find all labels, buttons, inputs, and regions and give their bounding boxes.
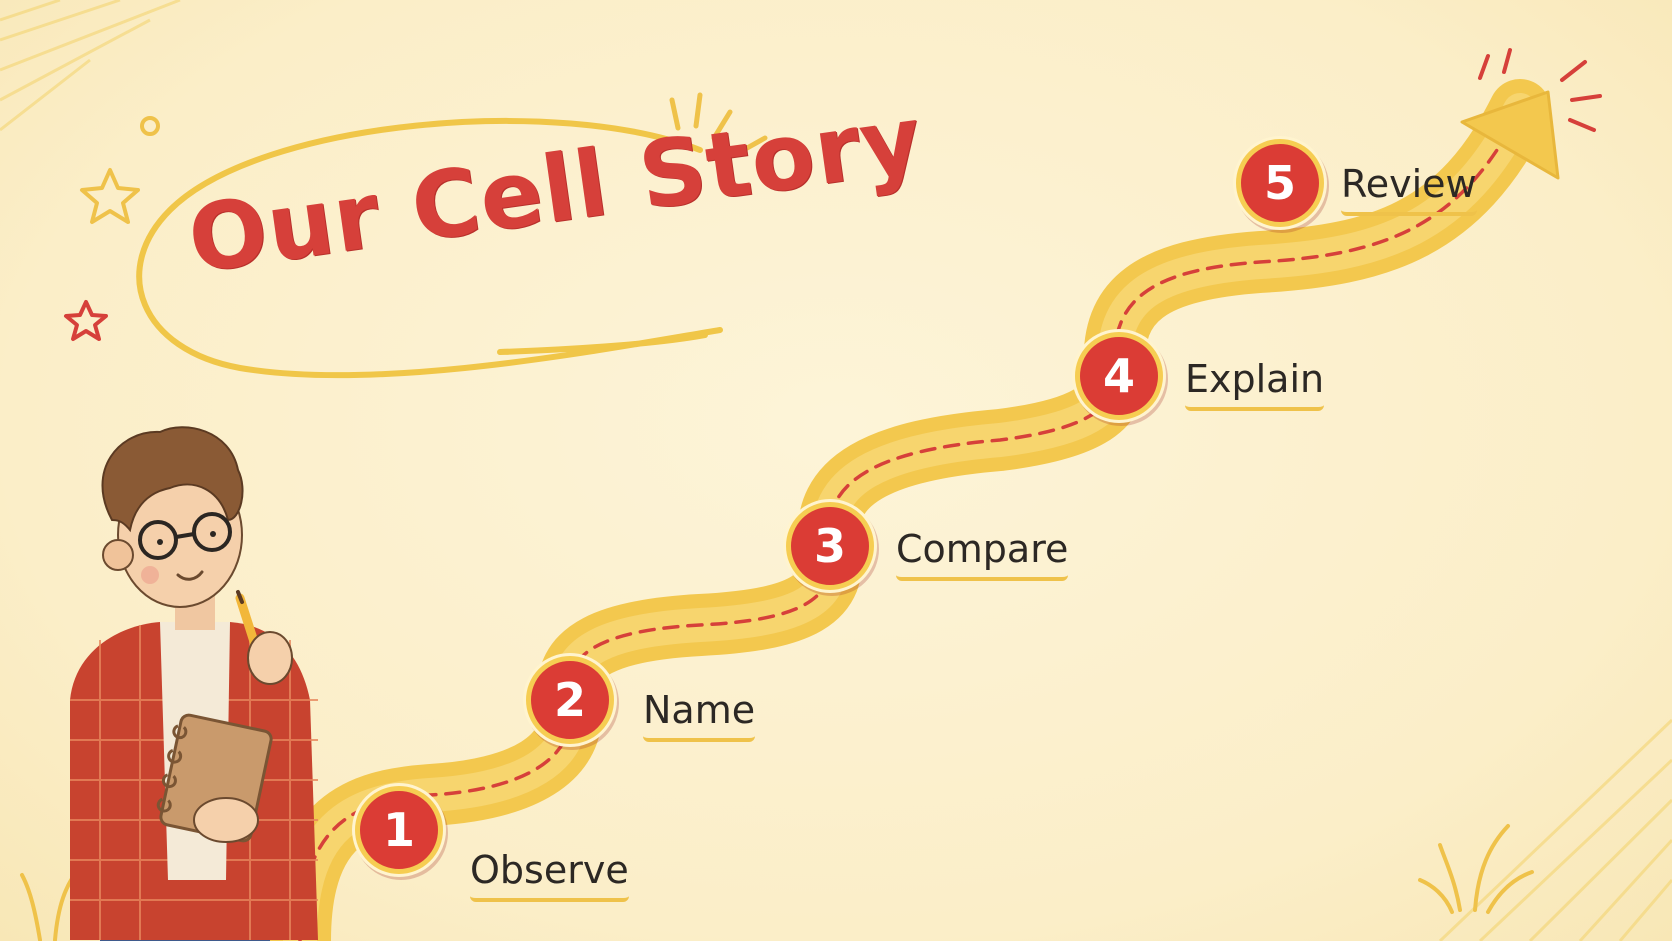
step-4-badge[interactable]: 4 <box>1075 332 1163 420</box>
step-2-number: 2 <box>553 673 586 727</box>
step-1-badge[interactable]: 1 <box>355 786 443 874</box>
grass-tuft-left <box>20 868 80 941</box>
step-4-number: 4 <box>1102 349 1135 403</box>
arrow-head-icon <box>1460 90 1560 180</box>
corner-scribble-bottom-right <box>1438 718 1672 941</box>
step-3-label: Compare <box>896 527 1069 581</box>
title-oval <box>136 118 723 379</box>
title-sparkle-marks <box>669 92 768 155</box>
grass-tuft-right <box>1418 824 1534 914</box>
arrow-burst-marks <box>1478 48 1602 132</box>
step-2-label: Name <box>643 688 756 742</box>
step-2-badge[interactable]: 2 <box>526 656 614 744</box>
step-1-label: Observe <box>470 848 629 902</box>
star-doodle-red <box>64 300 108 341</box>
star-doodle-yellow <box>80 168 140 224</box>
step-3-badge[interactable]: 3 <box>786 502 874 590</box>
step-1-number: 1 <box>382 803 415 857</box>
step-5-badge[interactable]: 5 <box>1236 139 1324 227</box>
step-4-label: Explain <box>1185 357 1325 411</box>
step-3-number: 3 <box>813 519 846 573</box>
step-5-label: Review <box>1341 162 1477 216</box>
small-circle-doodle <box>140 116 160 136</box>
student-illustration <box>70 426 318 941</box>
corner-scribble-top-left <box>0 0 181 132</box>
step-5-number: 5 <box>1263 156 1296 210</box>
